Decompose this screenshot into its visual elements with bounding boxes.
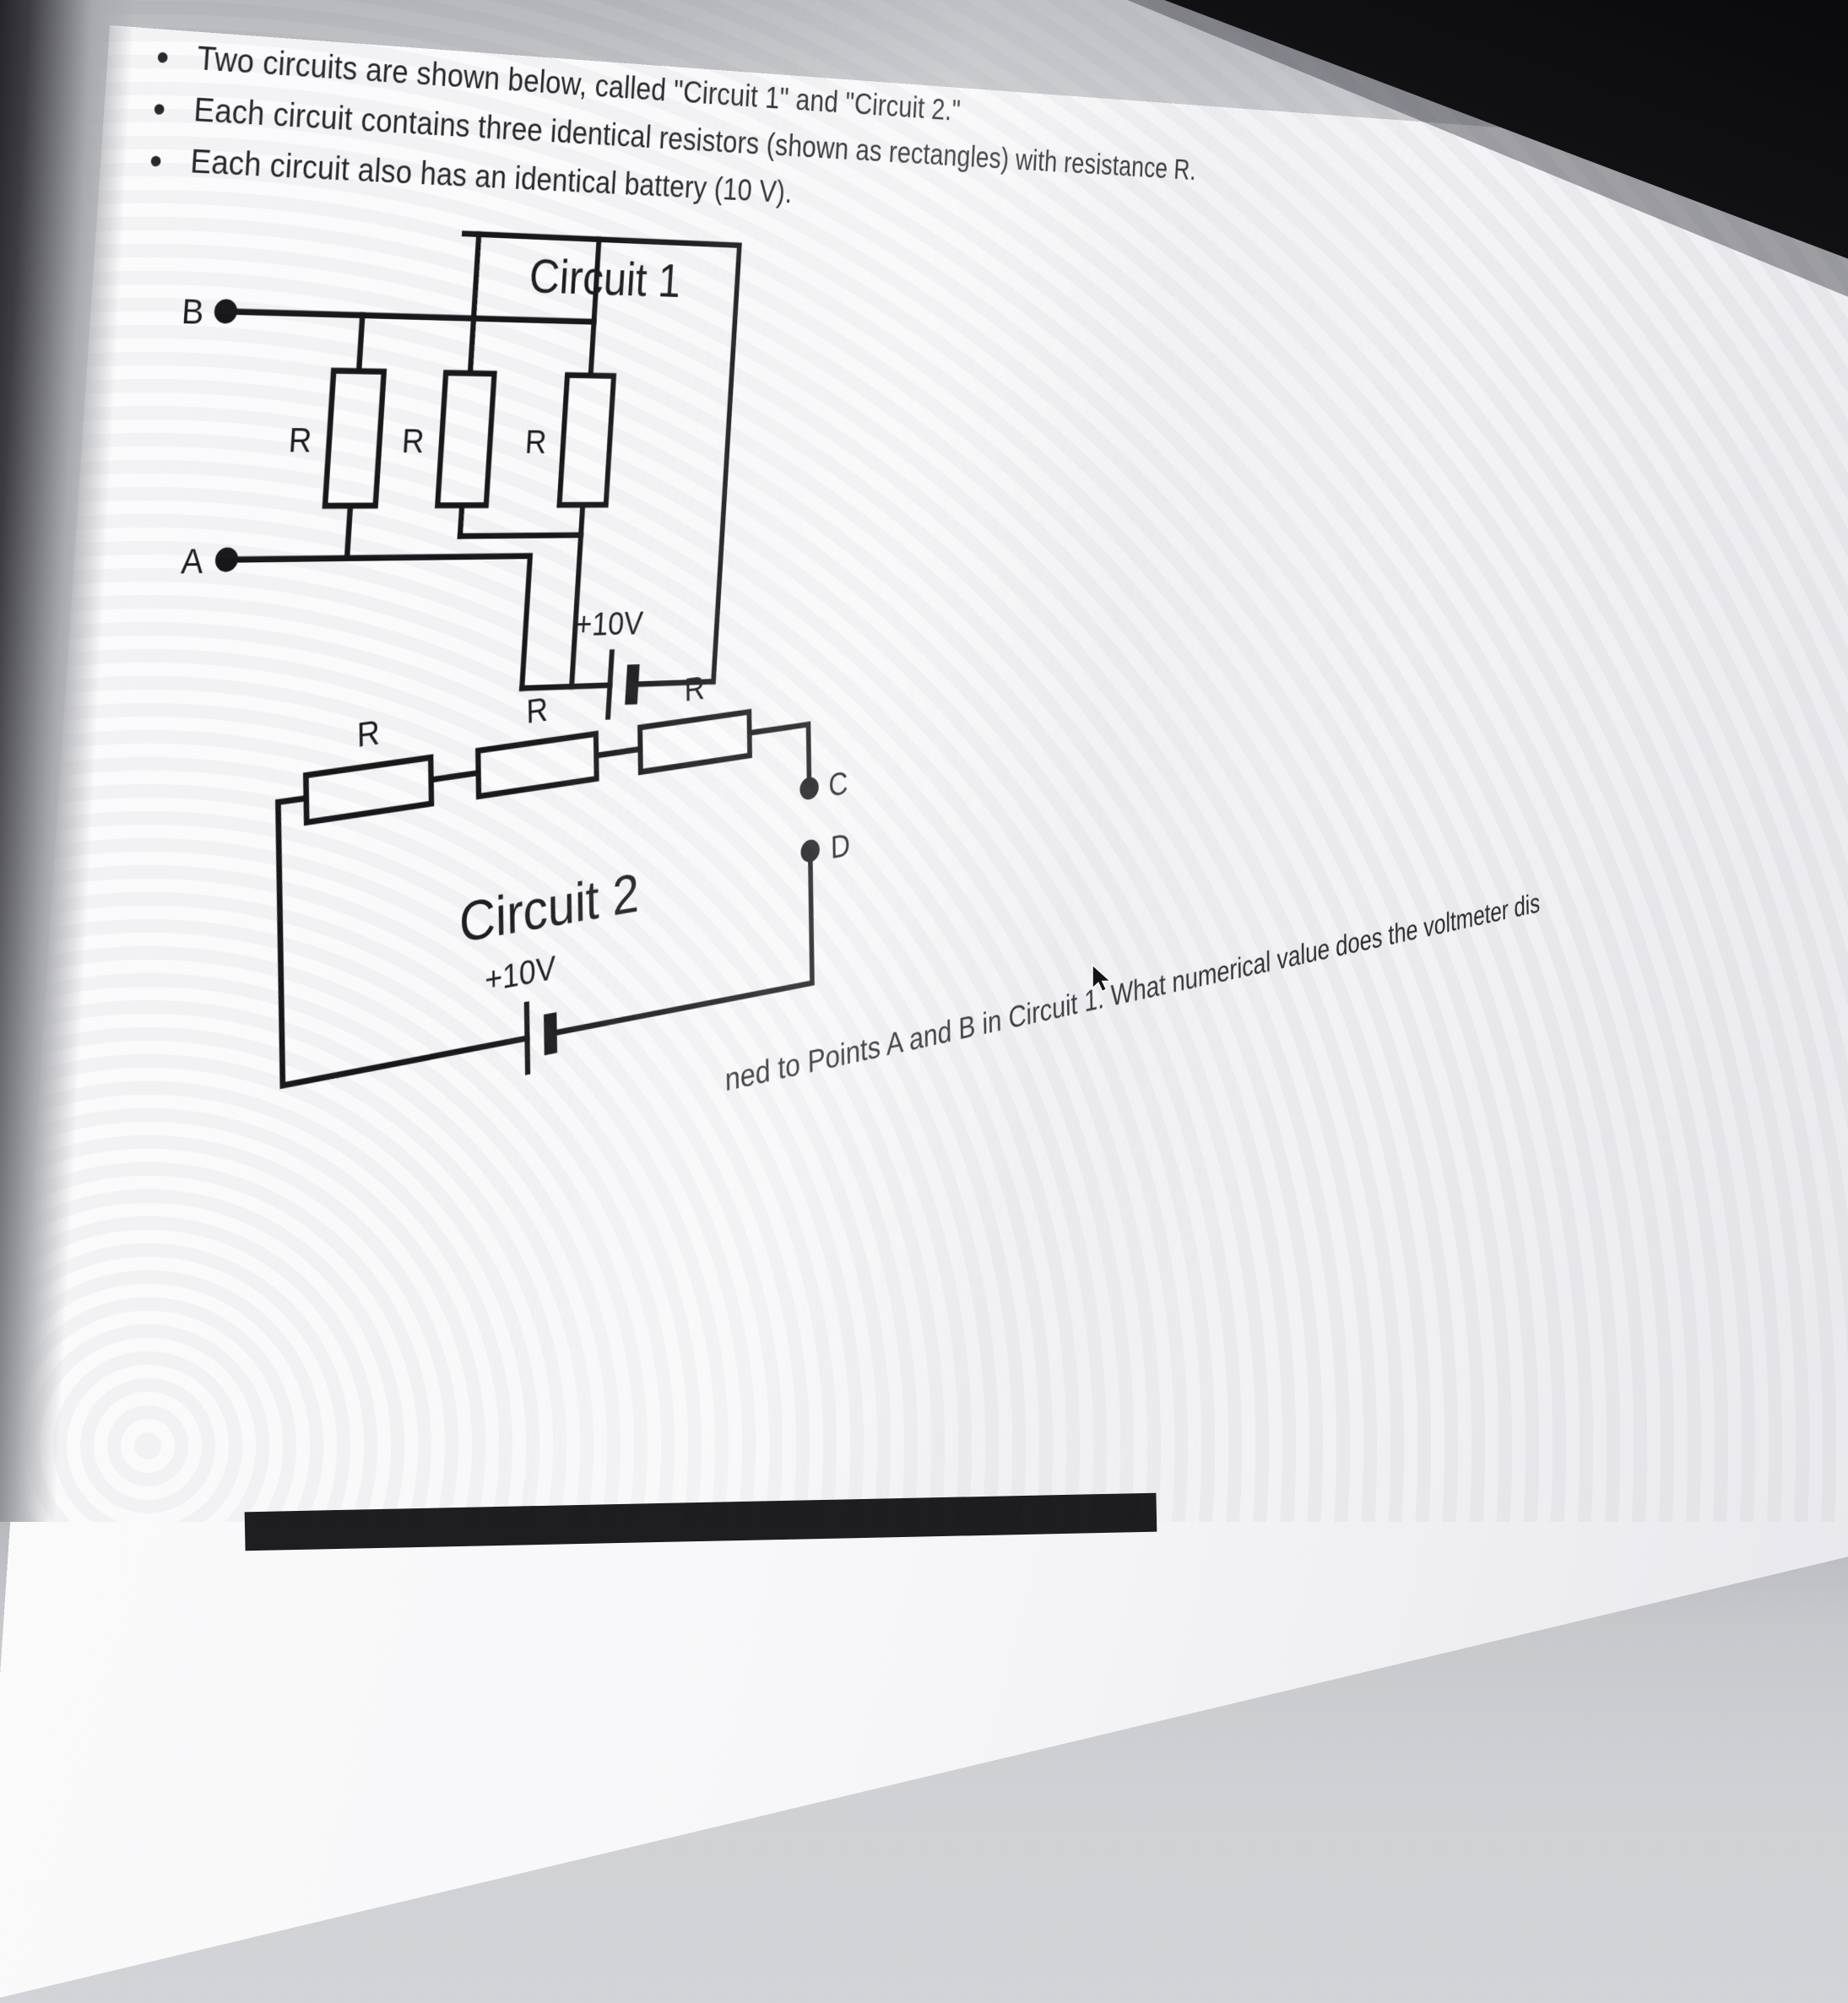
battery-short-plate	[550, 1013, 551, 1053]
circuit1-title: Circuit 1	[528, 249, 682, 308]
wire	[225, 311, 593, 322]
battery-long-plate	[527, 1004, 528, 1072]
circuit1-diagram: B A R R R Circuit 1 +10V	[134, 206, 770, 739]
terminal-a-dot	[214, 547, 239, 571]
bullet-dot: •	[155, 34, 171, 79]
terminal-c-dot	[799, 776, 819, 801]
resistor-label: R	[524, 423, 548, 460]
resistor-r3	[640, 712, 750, 771]
bullet-dot: •	[151, 86, 167, 132]
resistor-label: R	[684, 669, 705, 708]
mouse-cursor-icon	[1091, 964, 1119, 998]
resistor-label: R	[526, 690, 548, 730]
wire	[572, 505, 583, 686]
wire	[470, 235, 479, 374]
resistor-label: R	[401, 421, 425, 459]
wire	[359, 315, 362, 371]
wire	[431, 773, 479, 780]
photo-of-screen: • Two circuits are shown below, called "…	[0, 0, 1848, 1522]
terminal-c-label: C	[828, 765, 848, 804]
resistor-r3	[560, 375, 614, 505]
terminal-d-dot	[800, 838, 820, 863]
wire	[218, 556, 530, 700]
wire	[460, 506, 462, 537]
terminal-b-dot	[214, 299, 238, 324]
battery-voltage-label: +10V	[574, 605, 644, 644]
cursor-arrow	[1092, 965, 1111, 992]
wire	[596, 749, 640, 755]
resistor-r2	[437, 373, 494, 506]
wire	[347, 506, 350, 558]
battery-voltage-label: +10V	[485, 948, 556, 999]
wire	[460, 535, 581, 536]
bullet-dot: •	[148, 138, 164, 183]
terminal-a-label: A	[180, 541, 205, 581]
resistor-label: R	[357, 712, 381, 755]
resistor-r1	[306, 757, 431, 822]
resistor-r1	[325, 371, 384, 506]
circuit2-title: Circuit 2	[458, 862, 639, 955]
page-background: • Two circuits are shown below, called "…	[0, 25, 1848, 2003]
terminal-d-label: D	[831, 826, 851, 865]
resistor-r2	[478, 734, 596, 796]
terminal-b-label: B	[181, 291, 205, 331]
resistor-label: R	[288, 420, 313, 459]
